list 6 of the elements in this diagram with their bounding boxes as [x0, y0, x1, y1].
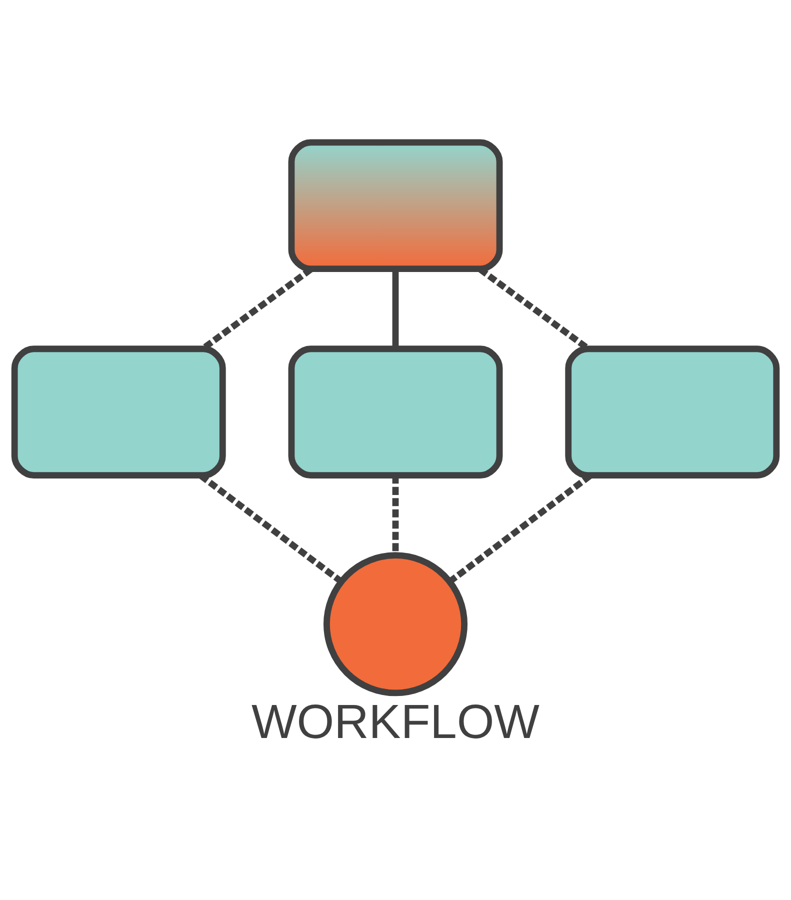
node-monitor [288, 345, 503, 478]
caption: WORKFLOW [252, 695, 540, 748]
node-monitor [565, 345, 780, 478]
node-monitor [11, 345, 226, 478]
node-circle [323, 552, 468, 696]
node-monitor [288, 138, 503, 272]
